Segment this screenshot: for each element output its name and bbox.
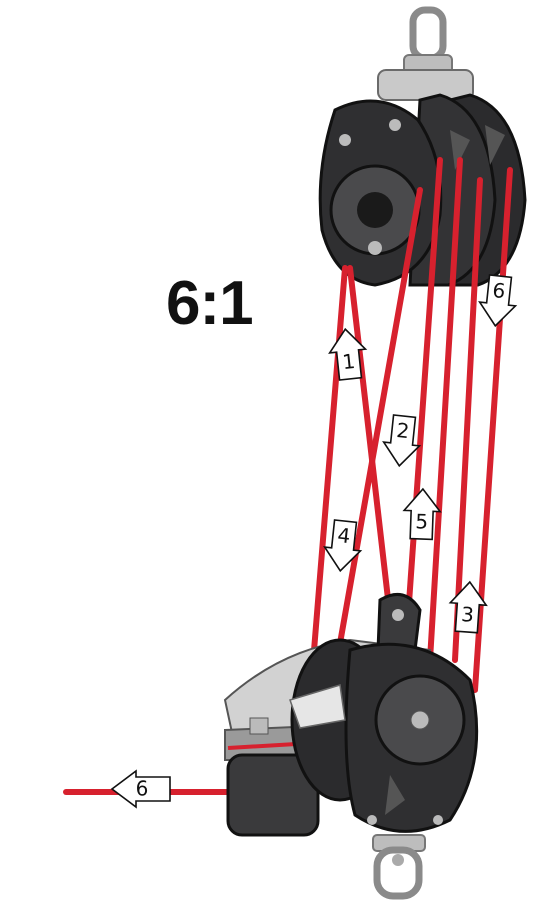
rope-segment [427,157,463,663]
arrow-number: 6 [136,777,149,801]
top-shackle-icon [377,6,474,101]
arrow-number: 2 [395,418,410,443]
lower-block-with-cam [223,592,479,837]
direction-arrow-2: 2 [382,414,422,468]
rope-segment [402,157,443,663]
direction-arrow-6: 6 [478,274,518,328]
arrow-shape [478,274,518,328]
direction-arrow-1: 1 [328,327,368,381]
direction-arrow-4: 4 [323,519,363,573]
arrow-number: 4 [336,523,351,548]
arrow-shape [448,580,488,634]
arrow-number: 5 [415,509,429,533]
arrow-number: 6 [491,278,506,303]
arrow-number: 3 [460,602,474,627]
arrow-shape [110,769,171,809]
arrow-layer: 1 2 3 4 5 6 6 [110,274,518,809]
arrow-shape [402,487,442,541]
rope-segment [452,177,483,663]
arrow-shape [382,414,422,468]
rope-segment [327,187,423,703]
arrow-shape [323,519,363,573]
direction-arrow-7: 6 [110,769,171,809]
arrow-shape [328,327,368,381]
arrow-number: 1 [341,349,356,374]
bottom-shackle-icon [372,834,426,900]
direction-arrow-3: 3 [448,580,488,634]
direction-arrow-5: 5 [402,487,442,541]
ratio-label: 6:1 [166,269,254,338]
